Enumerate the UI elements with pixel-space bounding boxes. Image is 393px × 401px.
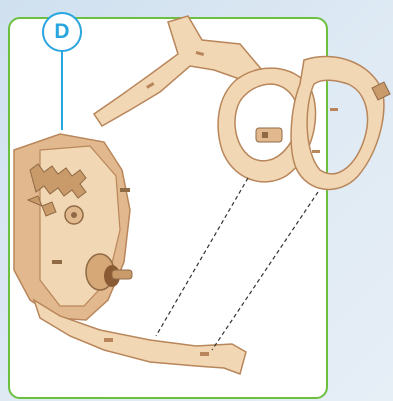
body-slot [120,188,130,192]
assembly-guide-line [212,192,318,350]
arm-slot [200,352,209,356]
ring-tab [256,128,282,142]
ring-slot [330,108,338,111]
gear-hub-hole [71,212,77,218]
body-slot [52,260,62,264]
axle-pin [112,270,132,279]
ring-frame-rear [291,57,384,190]
step-callout-badge: D [42,12,82,52]
step-callout-label: D [54,20,69,44]
assembly-guide-line [156,178,248,336]
ring-slot [312,150,320,153]
arm-slot [104,338,113,342]
ring-tab-notch [262,132,268,138]
